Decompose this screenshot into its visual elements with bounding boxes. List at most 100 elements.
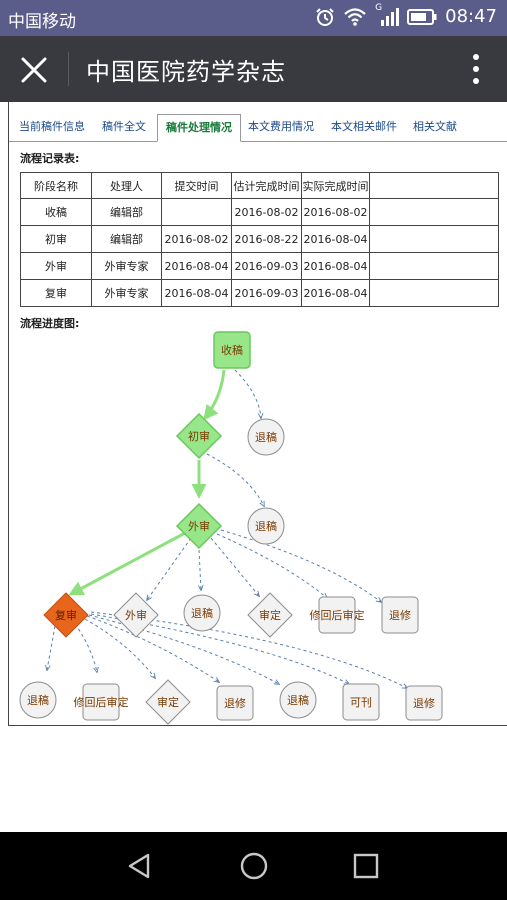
table-cell: 复审 bbox=[20, 279, 92, 307]
node-return-revise-2[interactable]: 退修 bbox=[216, 685, 254, 721]
carrier-name: 中国移动 bbox=[8, 12, 76, 32]
node-reject-4[interactable]: 退稿 bbox=[19, 681, 57, 719]
back-triangle-icon[interactable] bbox=[126, 852, 154, 880]
svg-text:退修: 退修 bbox=[413, 696, 435, 710]
svg-text:退稿: 退稿 bbox=[287, 693, 309, 707]
signal-indicator: G bbox=[375, 3, 400, 27]
table-cell: 收稿 bbox=[20, 198, 92, 226]
node-finalize-1[interactable]: 审定 bbox=[247, 592, 293, 638]
tab-processing-status[interactable]: 稿件处理情况 bbox=[157, 114, 241, 142]
node-reject-1[interactable]: 退稿 bbox=[247, 418, 285, 456]
table-cell: 编辑部 bbox=[91, 198, 162, 226]
done-edges bbox=[68, 369, 226, 596]
status-bar: 中国移动 G 08:47 bbox=[0, 0, 507, 36]
svg-text:复审: 复审 bbox=[55, 608, 77, 622]
node-revise-finalize-1[interactable]: 修回后审定 bbox=[310, 596, 365, 634]
tab-emails[interactable]: 本文相关邮件 bbox=[331, 120, 397, 133]
tab-fees[interactable]: 本文费用情况 bbox=[248, 120, 314, 133]
edge-external-to-re-review bbox=[68, 531, 186, 596]
edge-re-review-to-reject5 bbox=[88, 614, 279, 684]
table-cell: 外审 bbox=[20, 252, 92, 280]
column-header-empty bbox=[369, 172, 499, 199]
pending-edges bbox=[47, 369, 407, 688]
table-cell-empty bbox=[369, 225, 499, 253]
table-cell: 2016-08-04 bbox=[161, 279, 232, 307]
edge-external-to-return-revise1 bbox=[220, 529, 381, 602]
table-row: 收稿 编辑部 2016-08-02 2016-08-02 bbox=[20, 198, 499, 226]
svg-text:修回后审定: 修回后审定 bbox=[310, 608, 365, 622]
node-re-review[interactable]: 复审 bbox=[43, 592, 89, 638]
edge-external-to-external2 bbox=[147, 537, 192, 600]
node-receive[interactable]: 收稿 bbox=[213, 331, 251, 369]
edge-external-to-revise-finalize1 bbox=[216, 533, 327, 598]
node-reject-2[interactable]: 退稿 bbox=[247, 507, 285, 545]
edge-re-review-to-revise-finalize2 bbox=[74, 623, 97, 672]
edge-first-review-to-reject bbox=[206, 453, 264, 506]
table-cell: 2016-08-04 bbox=[161, 252, 232, 280]
column-header: 估计完成时间 bbox=[231, 172, 302, 199]
home-circle-icon[interactable] bbox=[239, 851, 269, 881]
node-reject-5[interactable]: 退稿 bbox=[279, 681, 317, 719]
node-first-review[interactable]: 初审 bbox=[175, 412, 223, 460]
more-vertical-icon[interactable] bbox=[471, 52, 481, 86]
edge-external-to-reject3 bbox=[199, 549, 201, 590]
page-title: 中国医院药学杂志 bbox=[86, 58, 286, 86]
table-cell: 2016-08-02 bbox=[161, 225, 232, 253]
table-cell-empty bbox=[369, 279, 499, 307]
table-cell-empty bbox=[369, 198, 499, 226]
tab-related-literature[interactable]: 相关文献 bbox=[413, 120, 457, 133]
svg-text:退稿: 退稿 bbox=[27, 693, 49, 707]
svg-text:审定: 审定 bbox=[157, 695, 179, 709]
close-icon[interactable] bbox=[18, 54, 50, 86]
network-type-label: G bbox=[375, 2, 383, 13]
table-cell: 2016-08-04 bbox=[301, 252, 370, 280]
app-bar-divider bbox=[68, 52, 69, 86]
table-cell bbox=[161, 198, 232, 226]
node-return-revise-3[interactable]: 退修 bbox=[405, 685, 443, 721]
svg-text:退稿: 退稿 bbox=[191, 606, 213, 620]
svg-text:退稿: 退稿 bbox=[255, 430, 277, 444]
column-header: 处理人 bbox=[91, 172, 162, 199]
tab-manuscript-info[interactable]: 当前稿件信息 bbox=[19, 120, 85, 133]
table-cell: 编辑部 bbox=[91, 225, 162, 253]
table-cell: 2016-08-04 bbox=[301, 279, 370, 307]
node-publishable[interactable]: 可刊 bbox=[342, 683, 380, 721]
node-return-revise-1[interactable]: 退修 bbox=[381, 596, 419, 634]
clock: 08:47 bbox=[445, 6, 497, 27]
column-header: 提交时间 bbox=[161, 172, 232, 199]
app-bar: 中国医院药学杂志 bbox=[0, 36, 507, 102]
column-header: 实际完成时间 bbox=[301, 172, 370, 199]
svg-text:退修: 退修 bbox=[389, 608, 411, 622]
edge-re-review-to-finalize2 bbox=[84, 618, 155, 678]
node-finalize-2[interactable]: 审定 bbox=[145, 679, 191, 725]
node-external-review[interactable]: 外审 bbox=[175, 502, 223, 550]
record-table: 阶段名称 处理人 提交时间 估计完成时间 实际完成时间 收稿 编辑部 2016-… bbox=[20, 172, 499, 307]
node-external-review-2[interactable]: 外审 bbox=[113, 592, 159, 638]
tab-full-text[interactable]: 稿件全文 bbox=[102, 120, 146, 133]
recent-square-icon[interactable] bbox=[353, 853, 379, 879]
svg-text:退修: 退修 bbox=[224, 696, 246, 710]
table-cell: 初审 bbox=[20, 225, 92, 253]
table-cell: 2016-08-22 bbox=[231, 225, 302, 253]
svg-text:初审: 初审 bbox=[188, 429, 210, 443]
svg-text:退稿: 退稿 bbox=[255, 519, 277, 533]
table-cell: 2016-09-03 bbox=[231, 252, 302, 280]
edge-receive-to-first-review bbox=[203, 369, 226, 421]
svg-text:审定: 审定 bbox=[259, 608, 281, 622]
alarm-icon bbox=[316, 7, 334, 26]
wifi-icon bbox=[344, 7, 366, 26]
system-nav-bar bbox=[0, 832, 507, 900]
progress-diagram-label: 流程进度图: bbox=[20, 317, 80, 330]
battery-icon bbox=[407, 8, 437, 25]
progress-diagram: 收稿 初审 退稿 外审 退稿 复审 外审 退稿 bbox=[19, 331, 443, 725]
record-table-label: 流程记录表: bbox=[20, 152, 80, 165]
status-icons: G 08:47 bbox=[315, 3, 497, 27]
table-cell: 2016-09-03 bbox=[231, 279, 302, 307]
node-reject-3[interactable]: 退稿 bbox=[183, 594, 221, 632]
table-row: 复审 外审专家 2016-08-04 2016-09-03 2016-08-04 bbox=[20, 279, 499, 307]
column-header: 阶段名称 bbox=[20, 172, 92, 199]
node-revise-finalize-2[interactable]: 修回后审定 bbox=[74, 683, 129, 721]
edge-re-review-to-reject4 bbox=[47, 625, 56, 670]
tab-bar: 当前稿件信息 稿件全文 稿件处理情况 本文费用情况 本文相关邮件 相关文献 bbox=[9, 112, 507, 142]
svg-text:修回后审定: 修回后审定 bbox=[74, 695, 129, 709]
